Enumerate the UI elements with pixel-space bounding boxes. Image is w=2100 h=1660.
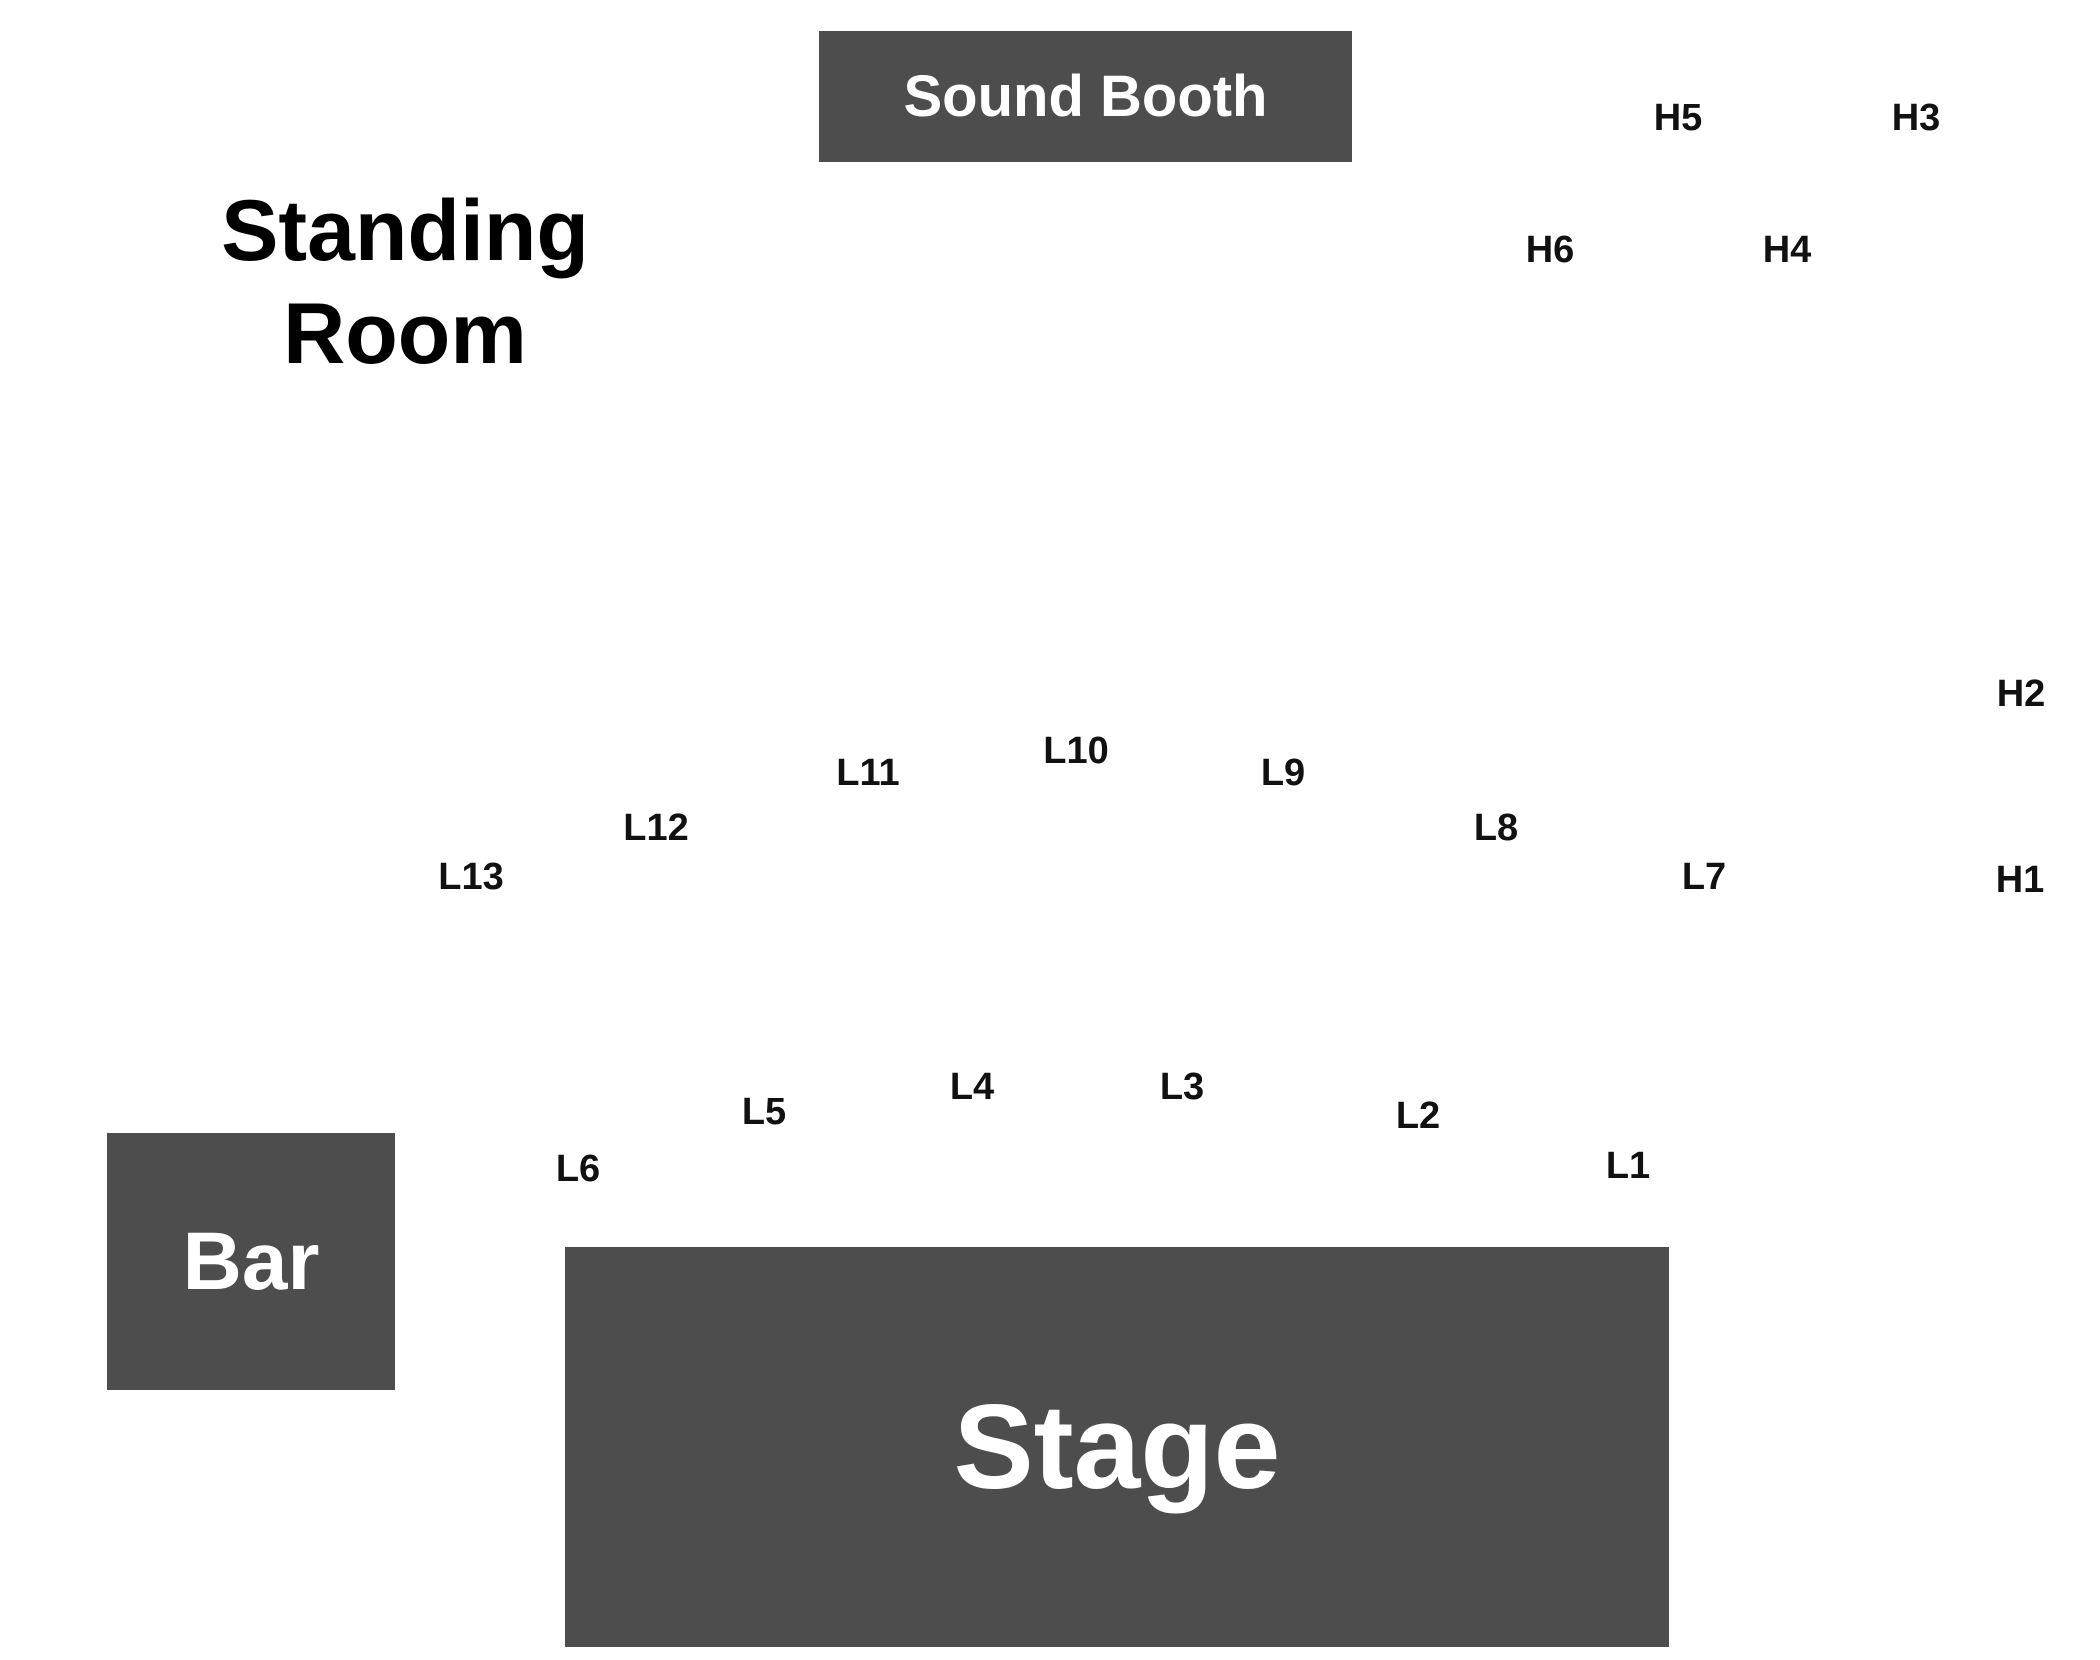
table-l10[interactable]: L10: [1043, 730, 1109, 772]
standing-room-label-line1: Standing: [221, 183, 589, 279]
table-l9[interactable]: L9: [1260, 752, 1306, 794]
table-l3[interactable]: L3: [1159, 1066, 1205, 1108]
stage-area[interactable]: Stage: [565, 1247, 1669, 1647]
table-l5[interactable]: L5: [741, 1091, 787, 1133]
table-h2[interactable]: H2: [1996, 673, 2046, 715]
table-h3[interactable]: H3: [1891, 97, 1941, 139]
bar-area[interactable]: Bar: [107, 1133, 395, 1390]
table-l4[interactable]: L4: [949, 1066, 995, 1108]
table-l11[interactable]: L11: [836, 752, 900, 794]
sound-booth-area[interactable]: Sound Booth: [819, 31, 1352, 162]
standing-room-label-line2: Room: [283, 286, 527, 383]
table-l13[interactable]: L13: [438, 856, 504, 898]
table-l7[interactable]: L7: [1681, 856, 1727, 898]
table-h1[interactable]: H1: [1995, 859, 2045, 901]
table-h6[interactable]: H6: [1525, 229, 1575, 271]
table-l1[interactable]: L1: [1605, 1145, 1651, 1187]
table-l12[interactable]: L12: [623, 807, 689, 849]
table-l2[interactable]: L2: [1395, 1095, 1441, 1137]
table-l6[interactable]: L6: [555, 1148, 601, 1190]
table-h5[interactable]: H5: [1653, 97, 1703, 139]
table-l8[interactable]: L8: [1473, 807, 1519, 849]
table-h4[interactable]: H4: [1762, 229, 1812, 271]
standing-room-label: Standing Room: [205, 180, 605, 386]
